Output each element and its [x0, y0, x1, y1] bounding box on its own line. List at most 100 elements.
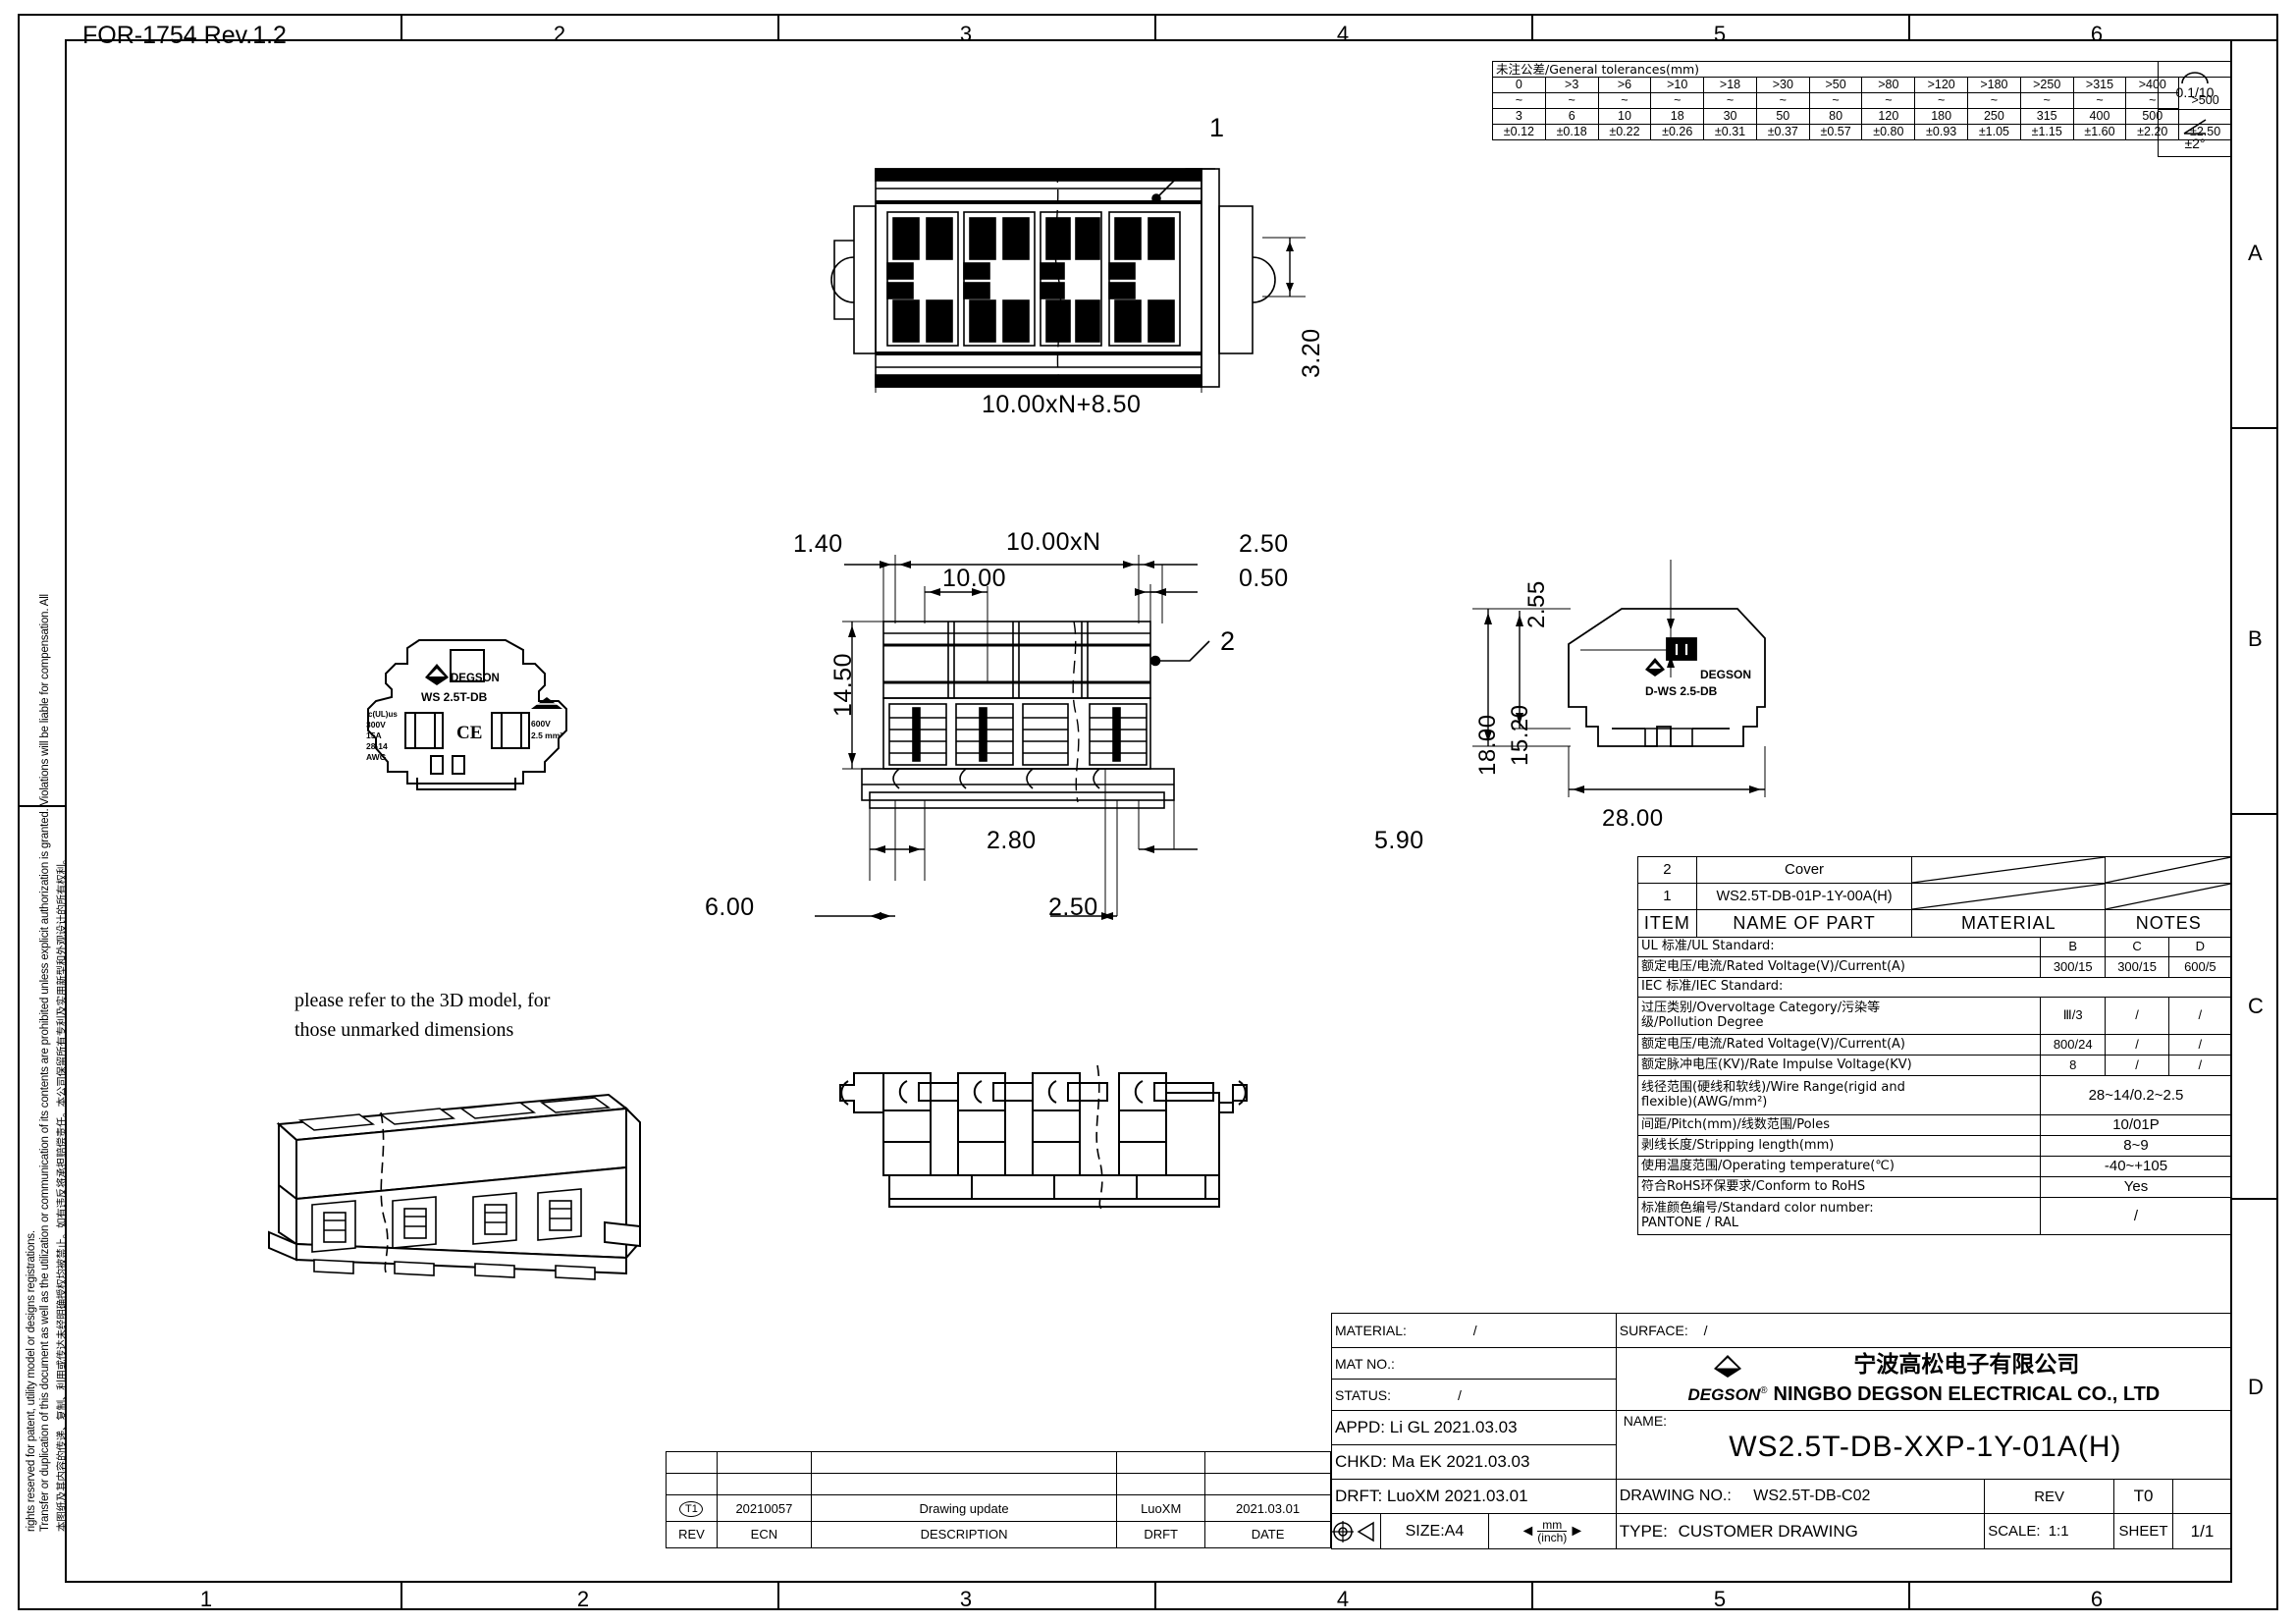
company-cell: DEGSON ® 宁波高松电子有限公司 NINGBO DEGSON ELECTR…: [1615, 1347, 2233, 1411]
brand-registered-mark: ®: [1760, 1385, 1768, 1397]
rev-empty-1-desc: [810, 1473, 1118, 1496]
spec-iec-rating-c: /: [2105, 1034, 2169, 1056]
tol-tilde-8: ~: [1914, 92, 1969, 109]
part-row-1: 1 WS2.5T-DB-01P-1Y-00A(H): [1637, 883, 2232, 910]
spec-col-d: D: [2167, 937, 2233, 957]
zone-tick-top-3: [1154, 14, 1156, 39]
tolerance-row-tilde: ~ ~ ~ ~ ~ ~ ~ ~ ~ ~ ~ ~ ~: [1492, 92, 2232, 109]
zone-tick-top-1: [400, 14, 402, 39]
appd-value: Li GL 2021.03.03: [1389, 1418, 1518, 1436]
ul-voltage-text: 300V: [366, 720, 386, 730]
spec-impulse-c: /: [2105, 1055, 2169, 1076]
zone-label-top-3: 3: [959, 22, 973, 46]
tol-tilde-3: ~: [1650, 92, 1705, 109]
spec-label-impulse: 额定脉冲电压(KV)/Rate Impulse Voltage(KV): [1637, 1055, 2041, 1076]
spec-label-overvoltage: 过压类别/Overvoltage Category/污染等 级/Pollutio…: [1637, 997, 2041, 1035]
spec-row-wire-range: 线径范围(硬线和软线)/Wire Range(rigid and flexibl…: [1637, 1075, 2233, 1115]
vde-wire-text: 2.5 mm²: [531, 731, 562, 740]
sheet-label-cell: SHEET: [2113, 1513, 2173, 1549]
rev-t1-marker: T1: [666, 1494, 718, 1522]
flatness-row: 0.1/10: [2159, 62, 2231, 110]
tol-tilde-0: ~: [1492, 92, 1546, 109]
part-row-2: 2 Cover: [1637, 856, 2232, 884]
spec-row-temperature: 使用温度范围/Operating temperature(℃) -40~+105: [1637, 1156, 2233, 1177]
spec-row-color: 标准颜色编号/Standard color number: PANTONE / …: [1637, 1197, 2233, 1235]
side-view-drawing: DEGSON D-WS 2.5-DB: [1472, 560, 1766, 797]
rev-t1-circle: T1: [679, 1500, 704, 1517]
degson-logo-icon: [1714, 1355, 1741, 1379]
drft-cell: DRFT: LuoXM 2021.03.01: [1331, 1479, 1617, 1514]
surface-label: SURFACE:: [1619, 1323, 1688, 1338]
balloon-1-top: 1: [1209, 113, 1225, 142]
zone-label-bot-3: 3: [959, 1587, 973, 1611]
tol-from-7: >80: [1861, 77, 1916, 93]
spec-label-rohs: 符合RoHS环保要求/Conform to RoHS: [1637, 1176, 2041, 1198]
ul-current-text: 15A: [366, 731, 382, 740]
zone-label-side-b: B: [2248, 626, 2263, 651]
part-name-1: WS2.5T-DB-01P-1Y-00A(H): [1695, 883, 1913, 910]
type-cell: TYPE: CUSTOMER DRAWING: [1615, 1513, 1986, 1549]
size-value: A4: [1444, 1522, 1465, 1540]
dim-2-55: 2.55: [1523, 580, 1550, 628]
zone-label-side-c: C: [2248, 994, 2264, 1018]
part-material-1: [1911, 883, 2107, 910]
zone-tick-bot-4: [1531, 1583, 1533, 1610]
end-model-text: WS 2.5T-DB: [421, 690, 488, 704]
spec-row-overvoltage: 过压类别/Overvoltage Category/污染等 级/Pollutio…: [1637, 997, 2233, 1035]
tol-val-0: ±0.12: [1492, 124, 1546, 140]
tol-val-6: ±0.57: [1808, 124, 1863, 140]
product-name-value: WS2.5T-DB-XXP-1Y-01A(H): [1729, 1431, 2122, 1463]
zone-tick-side-3: [2232, 1198, 2278, 1200]
spec-row-pitch: 间距/Pitch(mm)/线数范围/Poles 10/01P: [1637, 1114, 2233, 1136]
zone-label-bot-2: 2: [576, 1587, 590, 1611]
zone-label-bot-4: 4: [1336, 1587, 1350, 1611]
brand-text: DEGSON: [1687, 1385, 1761, 1405]
spec-row-ul-rating: 额定电压/电流/Rated Voltage(V)/Current(A) 300/…: [1637, 956, 2233, 978]
company-name-en: NINGBO DEGSON ELECTRICAL CO., LTD: [1773, 1382, 2161, 1405]
sheet-border-outer: [18, 14, 2278, 1610]
spec-label-ul-rating: 额定电压/电流/Rated Voltage(V)/Current(A): [1637, 956, 2041, 978]
tol-from-5: >30: [1755, 77, 1810, 93]
rev-empty-1-drft: [1116, 1473, 1206, 1496]
rev-empty-1-date: [1204, 1473, 1331, 1496]
tol-to-7: 120: [1861, 108, 1916, 125]
flatness-value: 0.1/10: [2175, 84, 2215, 100]
zone-tick-top-2: [777, 14, 779, 39]
spec-label-wire-range: 线径范围(硬线和软线)/Wire Range(rigid and flexibl…: [1637, 1075, 2041, 1115]
tol-over-500: >500: [2178, 77, 2232, 125]
header-name-of-part: NAME OF PART: [1695, 909, 1913, 938]
angularity-row: ±2°: [2159, 110, 2231, 158]
spec-row-stripping: 剥线长度/Stripping length(mm) 8~9: [1637, 1135, 2233, 1157]
spec-label-iec: IEC 标准/IEC Standard:: [1637, 977, 2232, 998]
title-block: MATERIAL: / SURFACE: / MAT NO.:: [1331, 1313, 2233, 1549]
scale-value: 1:1: [2048, 1523, 2069, 1540]
rev-empty-2-drft: [1116, 1450, 1206, 1475]
spec-label-iec-rating: 额定电压/电流/Rated Voltage(V)/Current(A): [1637, 1034, 2041, 1056]
tol-tilde-6: ~: [1808, 92, 1863, 109]
ul-mark-text: c(UL)us: [368, 710, 398, 719]
size-label: SIZE:: [1405, 1522, 1445, 1540]
rev-empty-1-ecn: [716, 1473, 812, 1496]
part-notes-2: [2105, 856, 2232, 884]
drft-label: DRFT:: [1335, 1487, 1383, 1505]
status-label: STATUS:: [1335, 1386, 1392, 1403]
tol-to-4: 30: [1703, 108, 1757, 125]
spec-color-value: /: [2039, 1197, 2233, 1235]
spec-col-c: C: [2105, 937, 2169, 957]
zone-tick-top-5: [1908, 14, 1910, 39]
spec-wire-range-value: 28~14/0.2~2.5: [2039, 1075, 2233, 1115]
first-angle-projection-icon: [1332, 1520, 1374, 1543]
spec-overvoltage-c: /: [2105, 997, 2169, 1035]
dim-overall-length: 10.00xN+8.50: [982, 391, 1142, 418]
rev-header-date: DATE: [1204, 1520, 1331, 1549]
zone-tick-bot-2: [777, 1583, 779, 1610]
copyright-line-en-2: rights reserved for patent, utility mode…: [26, 1230, 37, 1532]
part-material-2: [1911, 856, 2107, 884]
spec-label-color: 标准颜色编号/Standard color number: PANTONE / …: [1637, 1197, 2041, 1235]
mat-no-label: MAT NO.:: [1335, 1355, 1395, 1372]
material-label: MATERIAL:: [1335, 1323, 1407, 1338]
mat-no-cell: MAT NO.:: [1331, 1347, 1617, 1380]
tol-from-6: >50: [1808, 77, 1863, 93]
spec-overvoltage-b: Ⅲ/3: [2039, 997, 2107, 1035]
